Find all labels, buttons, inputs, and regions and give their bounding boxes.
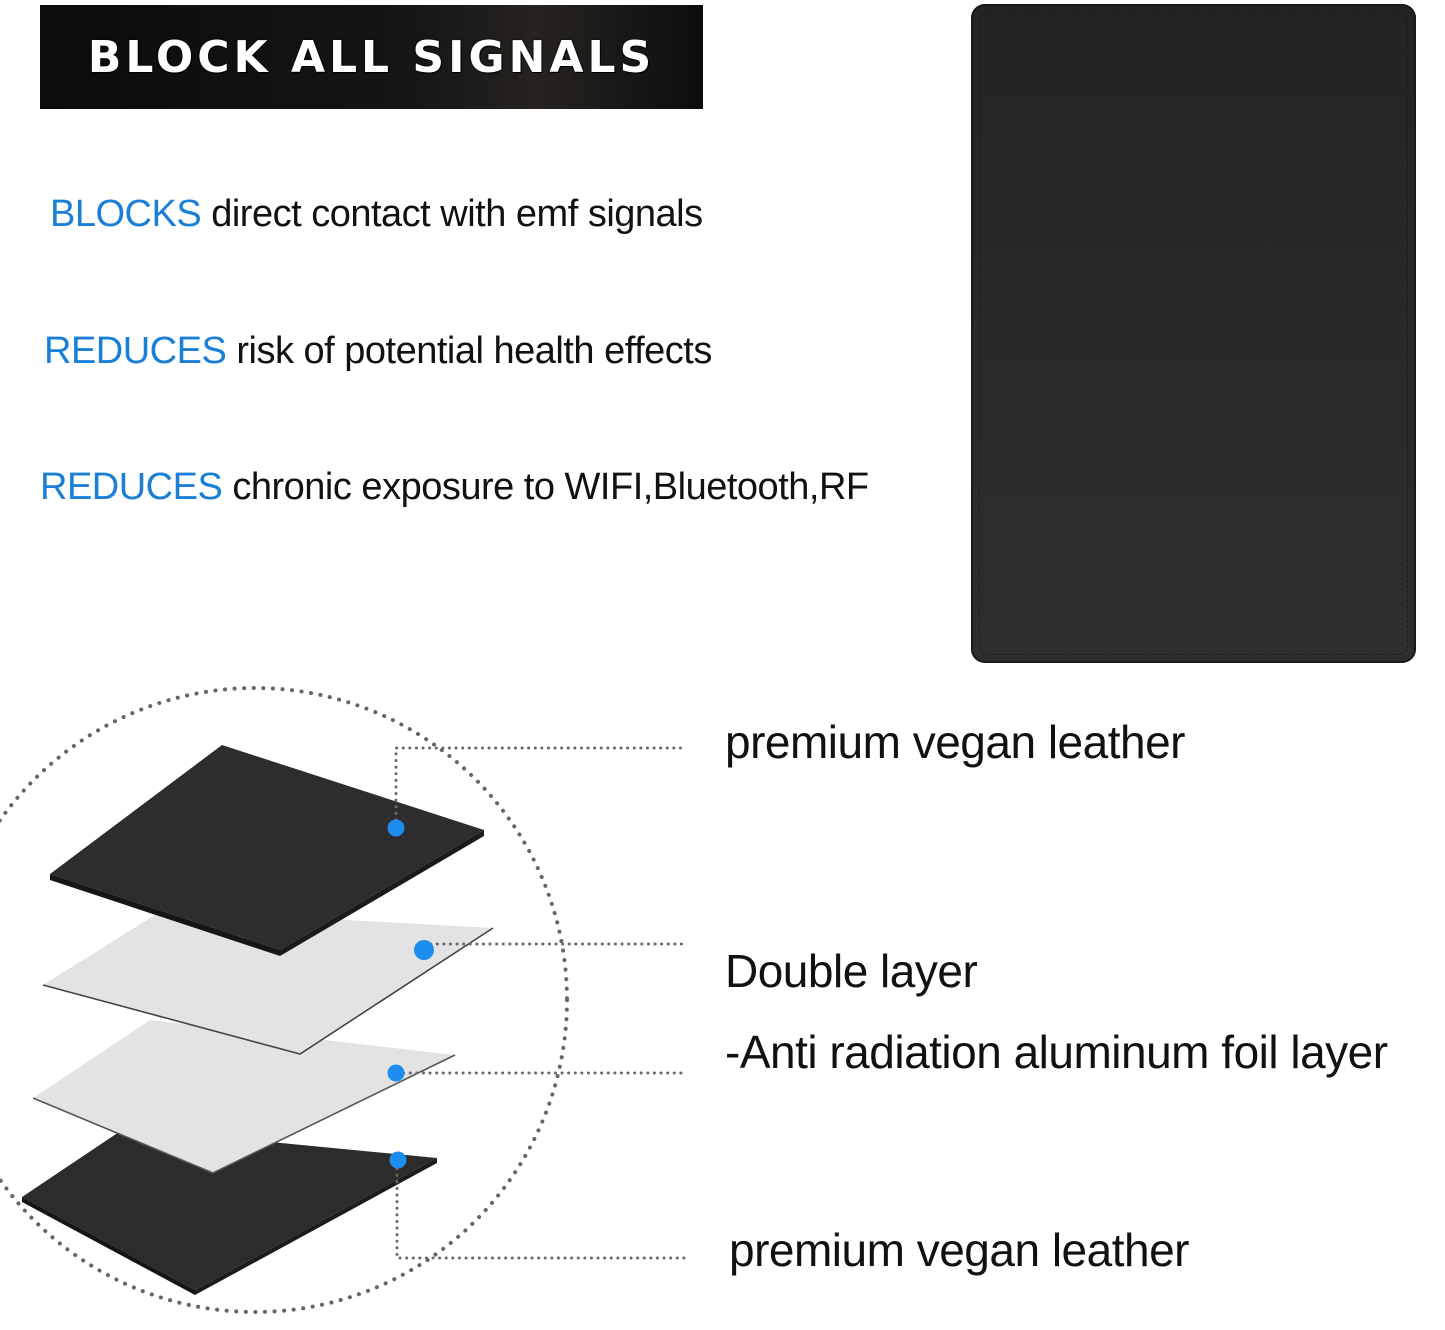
feature-text: risk of potential health effects — [236, 330, 712, 372]
feature-line-health: REDUCES risk of potential health effects — [44, 330, 712, 373]
label-top-leather: premium vegan leather — [725, 716, 1185, 768]
product-pad-image — [971, 4, 1416, 663]
dotted-circle — [0, 686, 569, 1314]
feature-text: direct contact with emf signals — [211, 193, 703, 235]
marker-dot-lower-foil — [387, 1064, 405, 1082]
feature-line-blocks: BLOCKS direct contact with emf signals — [50, 193, 703, 236]
label-bottom-leather: premium vegan leather — [729, 1224, 1189, 1276]
pad-stitching — [979, 12, 1408, 655]
leader-lines — [394, 746, 686, 1260]
feature-keyword: REDUCES — [40, 466, 223, 508]
marker-dot-top-leather — [387, 819, 405, 837]
layer-lower-foil — [32, 1020, 456, 1174]
layer-top-leather — [50, 745, 484, 956]
feature-keyword: REDUCES — [44, 330, 227, 372]
feature-text: chronic exposure to WIFI,Bluetooth,RF — [232, 466, 869, 508]
label-double-layer: Double layer — [725, 945, 978, 997]
layers-diagram — [0, 686, 686, 1314]
title-banner: BLOCK ALL SIGNALS — [40, 5, 703, 109]
marker-dot-bottom-leather — [389, 1151, 407, 1169]
label-foil-detail: -Anti radiation aluminum foil layer — [725, 1026, 1388, 1078]
layer-bottom-leather — [22, 1128, 437, 1295]
layer-upper-foil — [42, 910, 494, 1055]
marker-dot-upper-foil — [414, 940, 434, 960]
banner-title: BLOCK ALL SIGNALS — [87, 31, 656, 83]
feature-keyword: BLOCKS — [50, 193, 202, 235]
feature-line-exposure: REDUCES chronic exposure to WIFI,Bluetoo… — [40, 466, 869, 509]
